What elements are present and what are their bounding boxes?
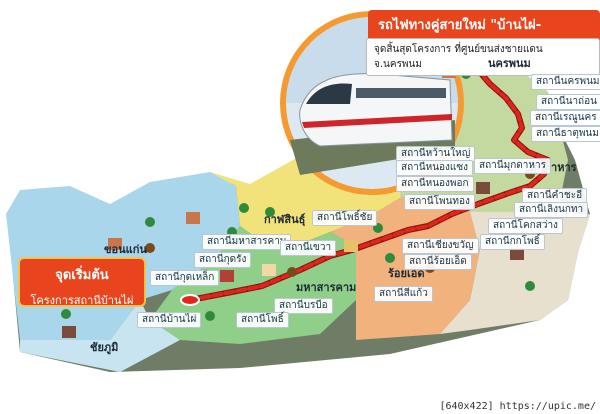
image-watermark: [640x422] https://upic.me/ (439, 401, 596, 412)
khon-kaen-dot (145, 243, 155, 253)
province-label-roi-et: ร้อยเอ็ด (388, 267, 425, 280)
station-label: สถานีมุกดาหาร (474, 158, 551, 174)
station-label: สถานีนาถ่อน (536, 94, 600, 110)
station-label: สถานีมหาสารคาม (202, 234, 292, 250)
station-label: สถานีธาตุพนม (531, 126, 600, 142)
station-label: สถานีบ้านไผ่ (137, 312, 202, 328)
station-label: สถานีหนองพอก (396, 176, 474, 192)
building-icons (62, 66, 524, 338)
province-label-nakhon-phanom: นครพนม (488, 57, 531, 70)
station-label: สถานีโพธิ์ชัย (312, 210, 378, 226)
station-label: สถานีโพธิ์ (236, 312, 289, 328)
province-label-mukdahan: มุกดาหาร (530, 161, 577, 174)
station-label: สถานีกุดรัง (194, 252, 252, 268)
station-label: สถานีเลิงนกทา (514, 202, 589, 218)
station-label: สถานีร้อยเอ็ด (404, 254, 472, 270)
province-label-kalasin: กาฬสินธุ์ (264, 213, 306, 226)
station-label: สถานีเรณูนคร (530, 110, 600, 126)
province-label-chaiyaphum: ชัยภูมิ (90, 341, 119, 354)
start-point-title: จุดเริ่มต้น (55, 268, 109, 283)
station-label: สถานีกุดเหล็ก (150, 270, 220, 286)
station-label: สถานีนครพนม (531, 74, 600, 90)
train-icon (299, 73, 453, 147)
station-label: สถานีสีแก้ว (374, 286, 433, 302)
station-label: สถานีโพนทอง (404, 194, 475, 210)
maha-sarakham-dot (287, 267, 297, 277)
station-label: สถานีโคกสว่าง (488, 218, 563, 234)
start-point-marker (180, 294, 200, 306)
station-label: สถานีบรบือ (274, 298, 333, 314)
station-label: สถานีกกโพธิ์ (480, 234, 545, 250)
station-label: สถานีเชียงขวัญ (402, 238, 479, 254)
rail-route-highlight (188, 68, 550, 302)
station-label: สถานีหนองแซง (396, 160, 474, 176)
start-point-callout: จุดเริ่มต้น โครงการสถานีบ้านไผ่ (18, 257, 146, 307)
province-label-maha-sarakham: มหาสารคาม (296, 281, 357, 294)
start-point-subtitle: โครงการสถานีบ้านไผ่ (30, 294, 134, 307)
map-subtitle: จุดสิ้นสุดโครงการ ที่ศูนย์ขนส่งชายแดน จ.… (366, 38, 600, 76)
province-label-khon-kaen: ขอนแก่น (104, 243, 147, 256)
station-label: สถานีเขวา (280, 240, 337, 256)
